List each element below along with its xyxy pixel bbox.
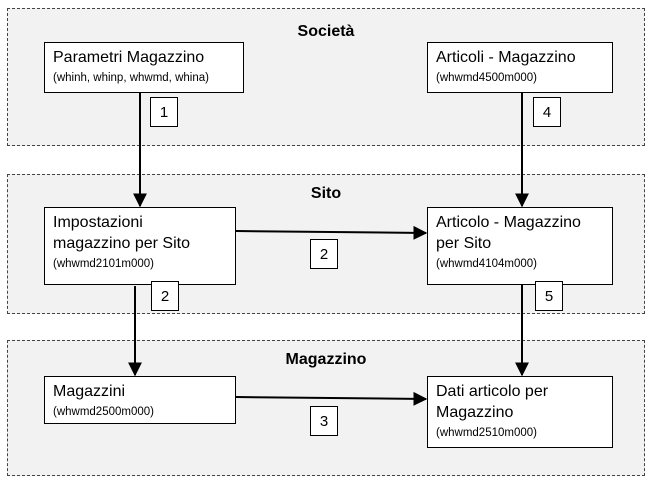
box-articoli-magazzino: Articoli - Magazzino (whwmd4500m000) — [427, 42, 613, 93]
region-title-societa: Società — [297, 23, 355, 40]
box-title: Dati articolo per Magazzino — [436, 383, 549, 421]
step-label-2-horizontal: 2 — [310, 239, 338, 269]
box-impostazioni-magazzino-sito: Impostazioni magazzino per Sito (whwmd21… — [44, 207, 236, 285]
box-magazzini: Magazzini (whwmd2500m000) — [44, 376, 236, 424]
region-title-magazzino: Magazzino — [285, 351, 367, 368]
box-dati-articolo-magazzino: Dati articolo per Magazzino (whwmd2510m0… — [427, 376, 613, 448]
box-code: (whinh, whinp, whwmd, whina) — [53, 72, 209, 84]
box-code: (whwmd4500m000) — [436, 72, 537, 84]
step-label-2-vertical: 2 — [151, 281, 179, 311]
region-title-sito: Sito — [310, 185, 342, 202]
step-label-4: 4 — [533, 97, 561, 127]
box-code: (whwmd2500m000) — [53, 406, 154, 418]
box-title: Parametri Magazzino — [53, 49, 205, 66]
box-title: Articolo - Magazzino per Sito — [436, 214, 581, 252]
box-code: (whwmd4104m000) — [436, 258, 537, 270]
arrow-magazzini-to-dati — [235, 391, 428, 406]
step-label-1: 1 — [150, 97, 178, 127]
step-label-3: 3 — [310, 406, 338, 436]
arrow-impostazioni-to-articolo-sito — [235, 225, 428, 240]
box-parametri-magazzino: Parametri Magazzino (whinh, whinp, whwmd… — [44, 42, 244, 93]
box-code: (whwmd2510m000) — [436, 427, 537, 439]
box-title: Articoli - Magazzino — [436, 49, 576, 66]
box-title: Impostazioni magazzino per Sito — [53, 214, 190, 252]
box-articolo-magazzino-sito: Articolo - Magazzino per Sito (whwmd4104… — [427, 207, 613, 285]
step-label-5: 5 — [535, 281, 563, 311]
box-title: Magazzini — [53, 383, 126, 400]
box-code: (whwmd2101m000) — [53, 258, 154, 270]
